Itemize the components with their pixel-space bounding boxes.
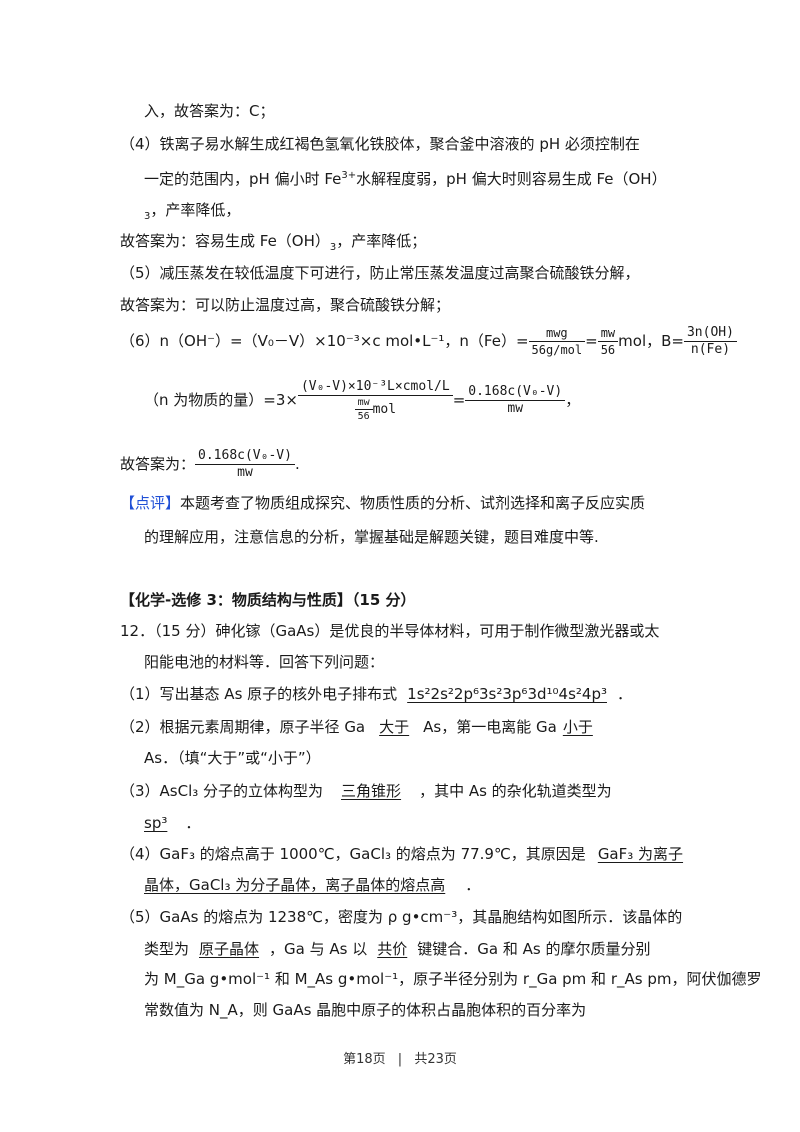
text-line: 为 M_Ga g•mol⁻¹ 和 M_As g•mol⁻¹，原子半径分别为 r_… — [144, 970, 762, 988]
text-line: As．（填“大于”或“小于”） — [144, 749, 321, 767]
answer-blank: 小于 — [562, 718, 593, 736]
formula-line: （6）n（OH⁻）=（V₀－V）×10⁻³×c mol•L⁻¹，n（Fe）=mw… — [120, 323, 737, 359]
answer-blank: 原子晶体 — [199, 940, 260, 958]
question-line: （5）GaAs 的熔点为 1238℃，密度为 ρ g•cm⁻³，其晶胞结构如图所… — [120, 908, 683, 926]
text-line: 入，故答案为：C； — [144, 102, 275, 120]
text-line: 故答案为：可以防止温度过高，聚合硫酸铁分解； — [120, 296, 451, 314]
section-heading: 【化学-选修 3：物质结构与性质】（15 分） — [120, 591, 416, 609]
text-line: 常数值为 N_A，则 GaAs 晶胞中原子的体积占晶胞体积的百分率为 — [144, 1001, 587, 1019]
text-line: 3，产率降低， — [144, 201, 241, 222]
page-total: 共23页 — [414, 1052, 457, 1067]
answer-blank: 晶体，GaCl₃ 为分子晶体，离子晶体的熔点高 — [144, 876, 446, 894]
text-line: （5）减压蒸发在较低温度下可进行，防止常压蒸发温度过高聚合硫酸铁分解， — [120, 264, 640, 282]
footer-separator: | — [397, 1052, 403, 1067]
question-line: （4）GaF₃ 的熔点高于 1000℃，GaCl₃ 的熔点为 77.9℃，其原因… — [120, 845, 684, 863]
text-line: 类型为原子晶体，Ga 与 As 以共价键键合．Ga 和 As 的摩尔质量分别 — [144, 940, 651, 958]
fraction: 3n(OH)n(Fe) — [683, 325, 737, 358]
answer-line: 故答案为：0.168c(V₀-V)mw. — [120, 448, 300, 481]
text-line: （4）铁离子易水解生成红褐色氢氧化铁胶体，聚合釜中溶液的 pH 必须控制在 — [120, 135, 640, 153]
question-line: 12．（15 分）砷化镓（GaAs）是优良的半导体材料，可用于制作微型激光器或太 — [120, 622, 660, 640]
text-line: 故答案为：容易生成 Fe（OH）3，产率降低； — [120, 232, 427, 253]
answer-blank: sp³ — [144, 814, 168, 832]
text-line: 晶体，GaCl₃ 为分子晶体，离子晶体的熔点高． — [144, 876, 481, 894]
comment-tag: 【点评】 — [120, 494, 181, 512]
fraction: 0.168c(V₀-V)mw — [465, 384, 566, 417]
answer-blank: 三角锥形 — [341, 782, 402, 800]
answer-blank: 大于 — [379, 718, 410, 736]
question-line: （3）AsCl₃ 分子的立体构型为三角锥形，其中 As 的杂化轨道类型为 — [120, 782, 612, 800]
answer-blank: 1s²2s²2p⁶3s²3p⁶3d¹⁰4s²4p³ — [407, 685, 607, 703]
text-line: sp³． — [144, 814, 201, 832]
page-footer: 第18页 | 共23页 — [0, 1048, 800, 1067]
answer-blank: GaF₃ 为离子 — [597, 845, 684, 863]
answer-blank: 共价 — [377, 940, 408, 958]
comment-line: 【点评】本题考查了物质组成探究、物质性质的分析、试剂选择和离子反应实质 — [120, 494, 646, 512]
text-line: 的理解应用，注意信息的分析，掌握基础是解题关键，题目难度中等. — [144, 528, 599, 546]
text-line: 一定的范围内，pH 偏小时 Fe3+水解程度弱，pH 偏大时则容易生成 Fe（O… — [144, 170, 667, 188]
text-line: 阳能电池的材料等．回答下列问题： — [144, 653, 385, 671]
fraction: 0.168c(V₀-V)mw — [195, 448, 295, 481]
page-number: 第18页 — [343, 1052, 386, 1067]
